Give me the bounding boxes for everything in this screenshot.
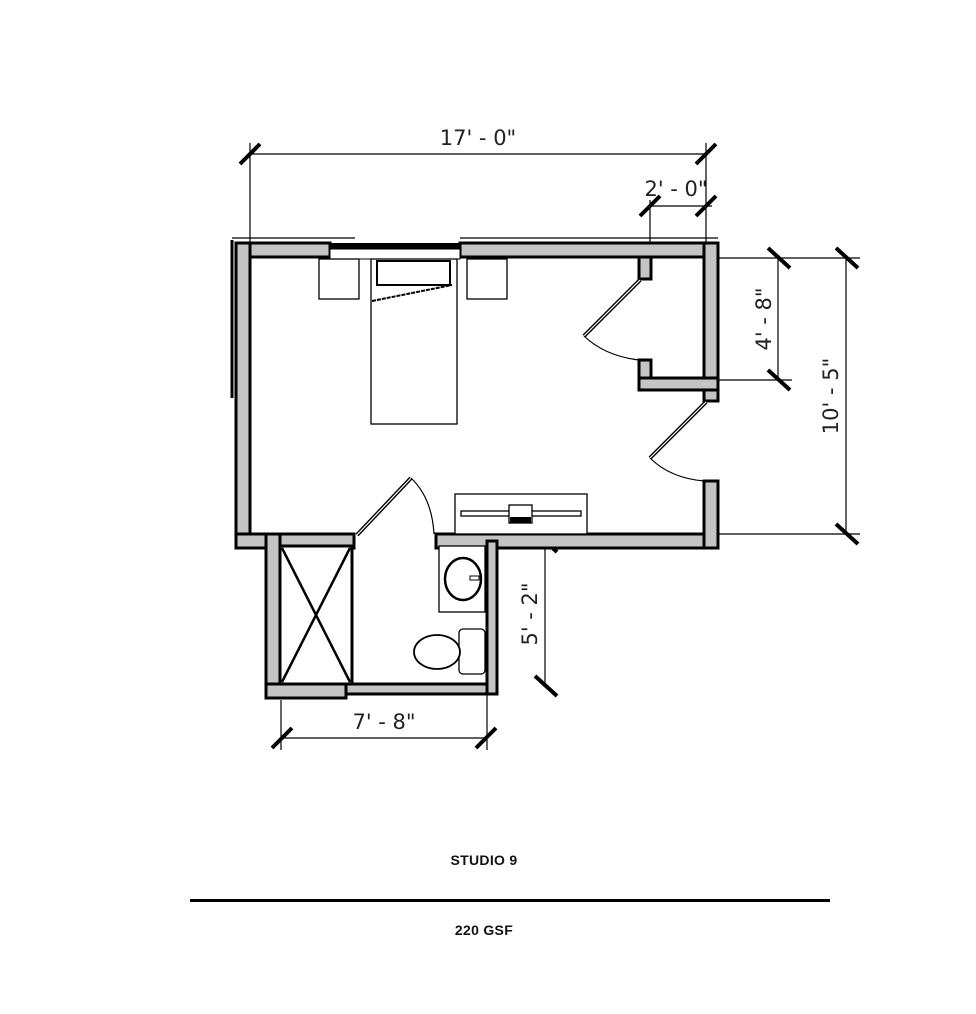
entry-door [648,400,708,482]
dimension-closet-depth: 4' - 8" [718,246,792,392]
caption-divider [190,899,830,902]
dimension-bath-width: 7' - 8" [270,690,498,750]
sink [438,545,486,613]
desk [454,493,588,535]
bed [370,258,458,425]
dim-label-bath-width: 7' - 8" [352,710,415,734]
dim-label-closet-depth: 4' - 8" [752,287,776,350]
dim-label-bath-depth: 5' - 2" [518,582,542,645]
dim-label-overall-width: 17' - 0" [440,126,516,150]
room-name-label: STUDIO 9 [450,852,518,868]
dimension-closet-width: 2' - 0" [638,177,718,242]
dim-label-room-depth: 10' - 5" [819,358,843,434]
toilet [413,628,486,675]
dimension-bath-depth: 5' - 2" [518,530,559,698]
window [232,237,718,260]
dim-label-closet-width: 2' - 0" [644,177,707,201]
dimension-overall-width: 17' - 0" [238,126,718,245]
closet-door [582,278,642,361]
nightstand-left [318,258,360,300]
dimension-room-depth: 10' - 5" [718,246,860,546]
nightstand-right [466,258,508,300]
room-area-label: 220 GSF [454,922,514,938]
bathroom-door [355,476,435,537]
shower [278,544,354,686]
bathroom-walls [264,532,499,700]
